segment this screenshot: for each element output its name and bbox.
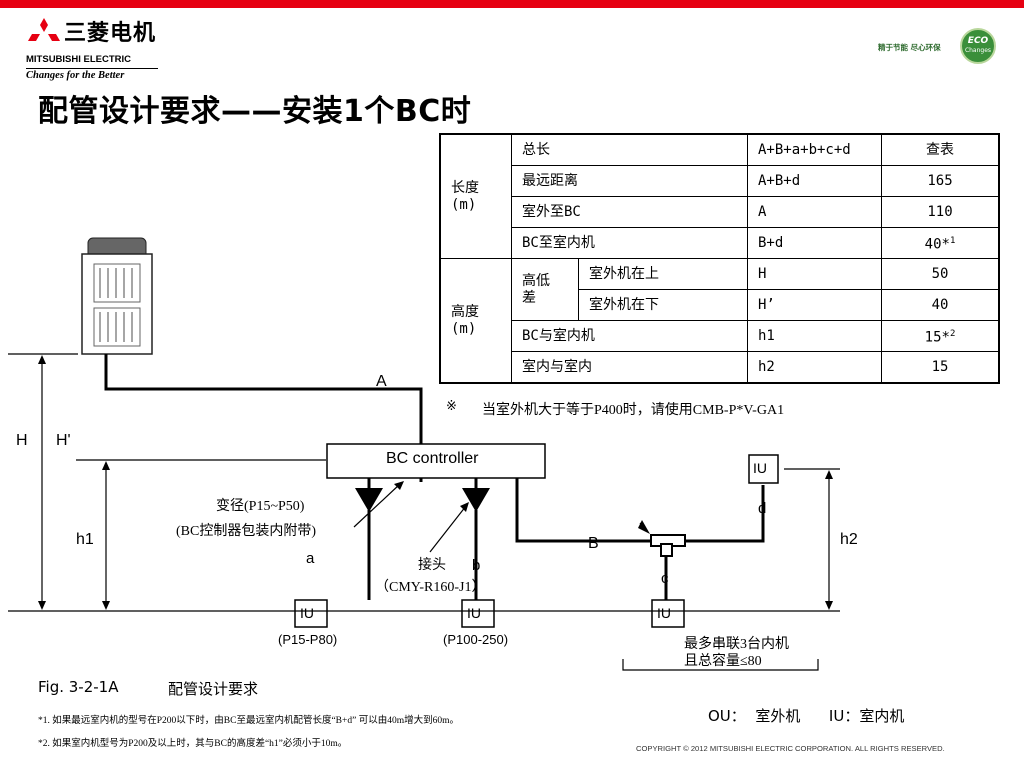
table-formula-cell: A+B+a+b+c+d: [747, 133, 882, 166]
table-item-cell: BC至室内机: [511, 227, 748, 259]
pipe-label-b: b: [472, 557, 481, 574]
footnote-mark: 1: [949, 235, 956, 246]
reducer-icon: [355, 488, 383, 512]
table-row: BC至室内机 B+d 40*1: [440, 227, 1000, 259]
brand-name-en: MITSUBISHI ELECTRIC: [26, 54, 132, 65]
table-row: 室外机在下 H’ 40: [440, 289, 1000, 321]
copyright: COPYRIGHT © 2012 MITSUBISHI ELECTRIC COR…: [636, 744, 945, 753]
table-item-cell: BC与室内机: [511, 320, 748, 352]
bc-controller-label: BC controller: [386, 450, 479, 467]
iu-label: IU: [467, 605, 481, 621]
table-value-cell: 110: [881, 196, 1000, 228]
table-item-cell: 室外机在上: [578, 258, 748, 290]
height-group-label: 高度(m): [439, 258, 512, 384]
outdoor-unit-icon: [81, 237, 153, 355]
series-note-1: 最多串联3台内机: [684, 637, 789, 652]
height-group-text: 高度(m): [451, 303, 479, 337]
pipe-label-c: c: [661, 570, 669, 587]
iu-small-range: (P15-P80): [278, 632, 338, 647]
table-value: 15*: [924, 329, 950, 346]
note-mark: ※: [446, 399, 457, 414]
dim-label-h1: h1: [76, 531, 94, 548]
t-joint-icon: [650, 534, 686, 557]
dim-label-h2: h2: [840, 531, 858, 548]
table-value: 40*: [924, 236, 950, 253]
table-value-cell: 15*2: [881, 320, 1000, 352]
iu-label: IU: [300, 605, 314, 621]
logo-divider: [26, 68, 158, 69]
unit-legend: OU： 室外机 IU：室内机: [708, 707, 905, 725]
table-row: 最远距离 A+B+d 165: [440, 165, 1000, 197]
table-item-cell: 室外至BC: [511, 196, 748, 228]
table-formula-cell: h2: [747, 351, 882, 384]
length-group-text: 长度(m): [451, 179, 479, 213]
reducer-label: 变径(P15~P50): [216, 499, 305, 514]
iu-label: IU: [753, 460, 767, 476]
brand-tagline: Changes for the Better: [26, 70, 125, 81]
eco-changes-badge: ECO Changes: [960, 28, 996, 64]
reducer-note: (BC控制器包装内附带): [176, 524, 316, 539]
top-accent-bar: [0, 0, 1024, 8]
branch-joint-icon: [462, 488, 490, 512]
joint-label: 接头: [418, 558, 446, 573]
table-item-cell: 最远距离: [511, 165, 748, 197]
table-value-cell: 15: [881, 351, 1000, 384]
eco-slogan: 精于节能 尽心环保: [878, 43, 941, 52]
table-item-cell: 总长: [511, 133, 748, 166]
table-value-cell: 40*1: [881, 227, 1000, 259]
figure-title: 配管设计要求: [168, 680, 259, 698]
table-formula-cell: A+B+d: [747, 165, 882, 197]
iu-label: IU: [657, 605, 671, 621]
three-diamonds-icon: [28, 18, 60, 41]
outdoor-unit-note: 当室外机大于等于P400时，请使用CMB-P*V-GA1: [482, 403, 785, 418]
eco-badge-line2: Changes: [964, 47, 992, 54]
footnote-mark: 2: [949, 328, 956, 339]
pipe-label-d: d: [758, 500, 767, 517]
length-group-label: 长度(m): [439, 133, 512, 259]
dim-label-H: H: [16, 432, 28, 449]
table-formula-cell: A: [747, 196, 882, 228]
table-row: 室外至BC A 110: [440, 196, 1000, 228]
piping-spec-table: 长度(m) 总长 A+B+a+b+c+d 查表 最远距离 A+B+d 165 室…: [439, 133, 1000, 384]
table-row: 室内与室内 h2 15: [440, 351, 1000, 384]
table-value-cell: 40: [881, 289, 1000, 321]
iu-large-range: (P100-250): [443, 632, 509, 647]
table-item-cell: 室外机在下: [578, 289, 748, 321]
table-formula-cell: B+d: [747, 227, 882, 259]
pipe-label-A: A: [376, 373, 387, 390]
mitsubishi-logo: 三菱电机 MITSUBISHI ELECTRIC Changes for the…: [26, 18, 166, 82]
table-formula-cell: H’: [747, 289, 882, 321]
table-row: BC与室内机 h1 15*2: [440, 320, 1000, 352]
table-formula-cell: H: [747, 258, 882, 290]
footnote-2: *2. 如果室内机型号为P200及以上时，其与BC的高度差“h1”必须小于10m…: [38, 739, 348, 749]
eco-badge-line1: ECO: [967, 36, 989, 46]
pipe-label-a: a: [306, 550, 315, 567]
table-formula-cell: h1: [747, 320, 882, 352]
figure-caption: Fig. 3-2-1A: [38, 678, 119, 696]
page-title: 配管设计要求——安装1个BC时: [38, 94, 472, 129]
height-diff-label: 高低差: [511, 258, 579, 321]
table-value-cell: 165: [881, 165, 1000, 197]
series-note-2: 且总容量≤80: [684, 654, 762, 669]
pipe-label-B: B: [588, 535, 599, 552]
table-value-cell: 50: [881, 258, 1000, 290]
dim-label-H-prime: H': [56, 432, 71, 449]
height-diff-text: 高低差: [522, 272, 550, 306]
joint-model: （CMY-R160-J1）: [375, 580, 486, 595]
indoor-units: [294, 454, 779, 628]
footnote-1: *1. 如果最远室内机的型号在P200以下时，由BC至最远室内机配管长度“B+d…: [38, 716, 459, 726]
table-value-cell: 查表: [881, 133, 1000, 166]
brand-name-cn: 三菱电机: [64, 21, 157, 46]
table-row: 长度(m) 总长 A+B+a+b+c+d 查表: [439, 133, 1000, 259]
table-row: 高度(m) 高低差 室外机在上 H 50: [439, 258, 1000, 384]
table-item-cell: 室内与室内: [511, 351, 748, 384]
